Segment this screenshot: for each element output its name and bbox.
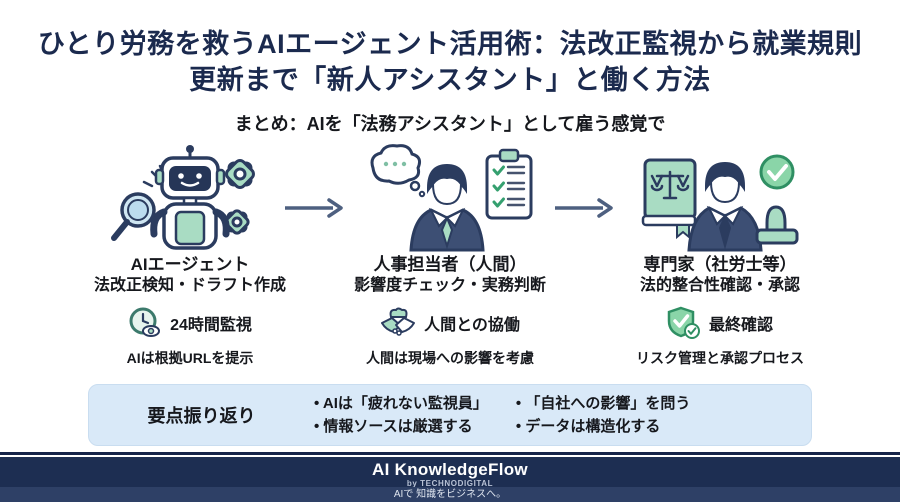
note-label: 人間は現場への影響を考慮 (366, 350, 534, 366)
title-line2: 更新まで「新人アシスタント」と働く方法 (189, 65, 711, 95)
footer-divider (0, 452, 900, 455)
bullet-item: AIは「疲れない監視員」 (314, 392, 488, 415)
brand-byline: by TECHNODIGITAL (406, 479, 494, 488)
footer: AI KnowledgeFlow by TECHNODIGITAL AIで 知識… (0, 457, 900, 502)
subtitle: まとめ：AIを「法務アシスタント」として雇う感覚で (234, 114, 666, 134)
role-label: 人事担当者（人間） (373, 255, 527, 274)
magnifier-icon (111, 192, 156, 241)
check-circle-icon (759, 154, 795, 190)
clock-monitor-icon (129, 307, 161, 337)
robot-icon (150, 145, 230, 250)
badge-label: 人間との協働 (424, 317, 520, 334)
page-title: ひとり労務を救うAIエージェント活用術：法改正監視から就業規則 更新まで「新人ア… (0, 26, 900, 98)
role-label: AIエージェント (130, 255, 250, 274)
checklist-icon (485, 148, 533, 220)
bullet-item: 「自社への影響」を問う (516, 392, 690, 415)
summary-bullets-right: 「自社への影響」を問う データは構造化する (516, 392, 690, 438)
law-book-icon (641, 158, 697, 240)
note-label: リスク管理と承認プロセス (636, 350, 804, 366)
summary-label: 要点振り返り (147, 406, 256, 426)
flow-arrow-icon (553, 196, 615, 225)
badge-label: 24時間監視 (170, 317, 252, 334)
task-label: 法的整合性確認・承認 (639, 277, 800, 294)
task-label: 法改正検知・ドラフト作成 (93, 277, 286, 294)
role-label: 専門家（社労士等） (643, 255, 797, 274)
task-label: 影響度チェック・実務判断 (354, 277, 546, 294)
handshake-icon (381, 307, 416, 336)
badge-label: 最終確認 (708, 317, 773, 334)
badge-final-check: 最終確認 (585, 305, 855, 341)
hr-person-illustration (315, 142, 585, 252)
ai-robot-illustration (55, 142, 325, 252)
column-ai-agent: AIエージェント 法改正検知・ドラフト作成 24時間監視 AIは根拠URLを提示 (55, 142, 325, 368)
column-expert: 専門家（社労士等） 法的整合性確認・承認 最終確認 リスク管理と承認プロセス (585, 142, 855, 368)
stamp-icon (755, 205, 799, 245)
column-hr-person: 人事担当者（人間） 影響度チェック・実務判断 人間との協働 人間は現場への影響を… (315, 142, 585, 368)
brand-tagline: AIで 知識をビジネスへ。 (0, 487, 900, 502)
summary-box: 要点振り返り AIは「疲れない監視員」 情報ソースは厳選する 「自社への影響」を… (88, 384, 812, 446)
businessman-icon (409, 164, 485, 252)
shield-check-icon (667, 306, 700, 339)
flow-arrow-icon (283, 196, 345, 225)
bullet-item: データは構造化する (516, 415, 690, 438)
badge-human-collab: 人間との協働 (315, 305, 585, 341)
thought-bubble-icon (370, 144, 426, 198)
title-line1: ひとり労務を救うAIエージェント活用術：法改正監視から就業規則 (37, 29, 863, 59)
badge-24h-monitor: 24時間監視 (55, 305, 325, 341)
bullet-item: 情報ソースは厳選する (314, 415, 488, 438)
legal-expert-illustration (585, 142, 855, 252)
note-label: AIは根拠URLを提示 (126, 350, 254, 366)
brand-logo: AI KnowledgeFlow (372, 460, 528, 479)
summary-bullets-left: AIは「疲れない監視員」 情報ソースは厳選する (314, 392, 488, 438)
expert-person-icon (687, 162, 763, 252)
